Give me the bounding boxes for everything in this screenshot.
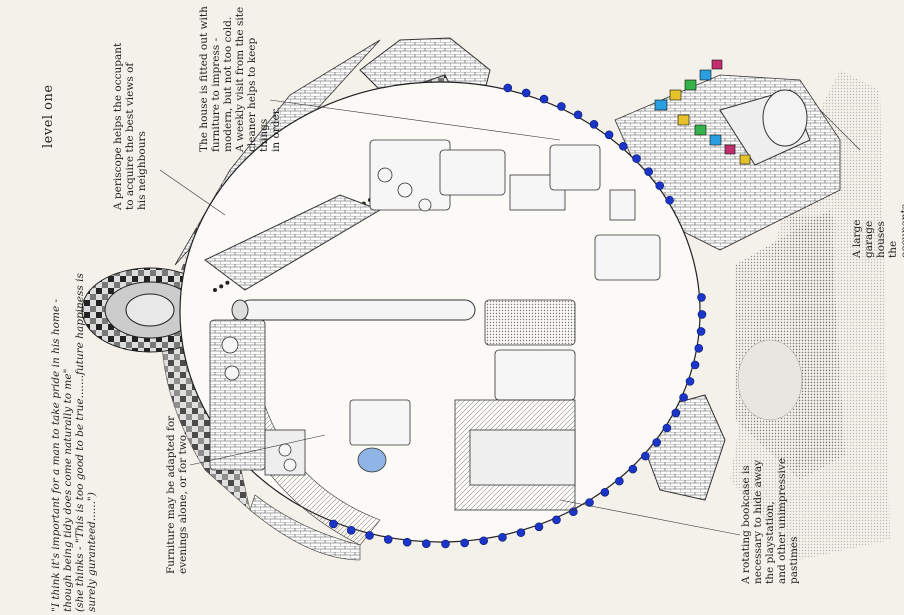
quote-text: "I think it's important for a man to tak… — [50, 273, 98, 612]
blue-bead — [685, 377, 695, 386]
garage-annotation: A large garage houses the occupants prid… — [851, 203, 904, 258]
blue-bead — [421, 539, 431, 548]
page-title: level one — [41, 84, 56, 148]
blue-bead — [641, 451, 650, 461]
blue-bead — [632, 154, 641, 163]
blue-bead — [329, 519, 338, 529]
dark-bead — [213, 288, 217, 292]
blue-bead — [521, 88, 531, 98]
blue-bead — [534, 522, 544, 532]
blue-bead — [516, 528, 526, 537]
colored-gems — [654, 59, 751, 165]
blue-bead — [552, 515, 561, 525]
blue-bead — [402, 537, 412, 547]
blue-bead — [644, 167, 653, 177]
periscope-annotation: A periscope helps the occupant to acquir… — [112, 42, 148, 210]
blue-bead — [697, 310, 707, 319]
blue-bead — [498, 533, 507, 542]
dark-bead — [225, 280, 230, 285]
blue-bead — [346, 525, 356, 535]
periscope-tube — [231, 299, 476, 321]
garage-shadow — [730, 70, 890, 560]
blue-bead — [671, 408, 681, 418]
blue-bead — [573, 110, 583, 120]
blue-bead — [655, 181, 665, 190]
blue-bead — [665, 195, 674, 205]
blue-bead — [690, 360, 700, 370]
blue-bead — [441, 539, 450, 549]
blue-bead — [604, 130, 614, 140]
furniture-adapted-annotation: Furniture may be adapted for evenings al… — [165, 415, 189, 574]
blue-bead — [479, 536, 488, 546]
blue-bead — [460, 538, 469, 548]
blue-bead — [696, 327, 706, 336]
blue-bead — [615, 476, 624, 486]
blue-bead — [694, 343, 704, 353]
blue-bead — [697, 293, 706, 302]
house-furniture-annotation: The house is fitted out with furniture t… — [198, 6, 282, 152]
blue-bead — [589, 120, 599, 129]
dark-bead — [219, 284, 224, 289]
blue-bead — [585, 498, 594, 507]
blue-bead — [662, 423, 672, 433]
blue-bead — [600, 487, 610, 497]
blue-bead — [365, 531, 374, 540]
bookcase-annotation: A rotating bookcase is necessary to hide… — [740, 457, 800, 584]
blue-bead — [539, 94, 549, 104]
blue-bead — [383, 535, 393, 544]
blue-bead — [628, 464, 638, 474]
blue-bead — [503, 83, 513, 93]
blue-bead — [652, 438, 661, 447]
furniture — [209, 139, 661, 511]
blue-bead — [679, 393, 688, 402]
leader-lines — [159, 99, 861, 536]
blue-bead — [557, 102, 566, 111]
blue-bead — [619, 141, 628, 151]
